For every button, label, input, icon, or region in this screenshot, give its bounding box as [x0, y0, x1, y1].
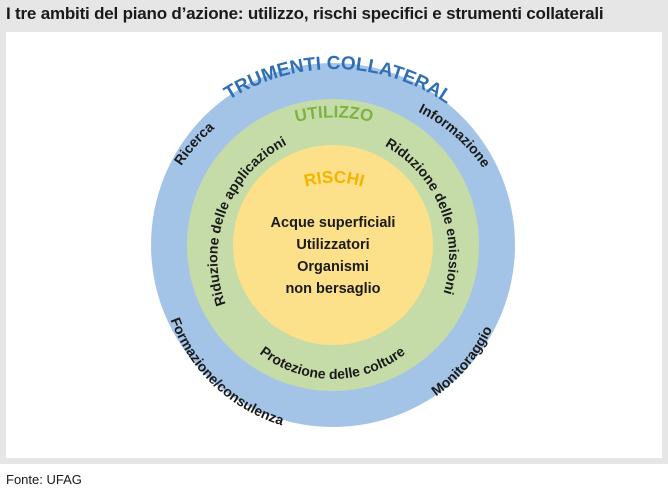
source-note: Fonte: UFAG	[6, 472, 82, 487]
figure-title: I tre ambiti del piano d’azione: utilizz…	[6, 4, 604, 23]
risk-item: non bersaglio	[285, 281, 380, 297]
header-band	[0, 0, 668, 32]
risk-item: Utilizzatori	[296, 237, 369, 253]
risk-item: Acque superficiali	[271, 215, 396, 231]
inner-circle	[233, 145, 433, 345]
inner-circle-title: RISCHI	[302, 168, 366, 191]
risk-item: Organismi	[297, 259, 369, 275]
middle-ring-title: UTILIZZO	[293, 102, 375, 126]
